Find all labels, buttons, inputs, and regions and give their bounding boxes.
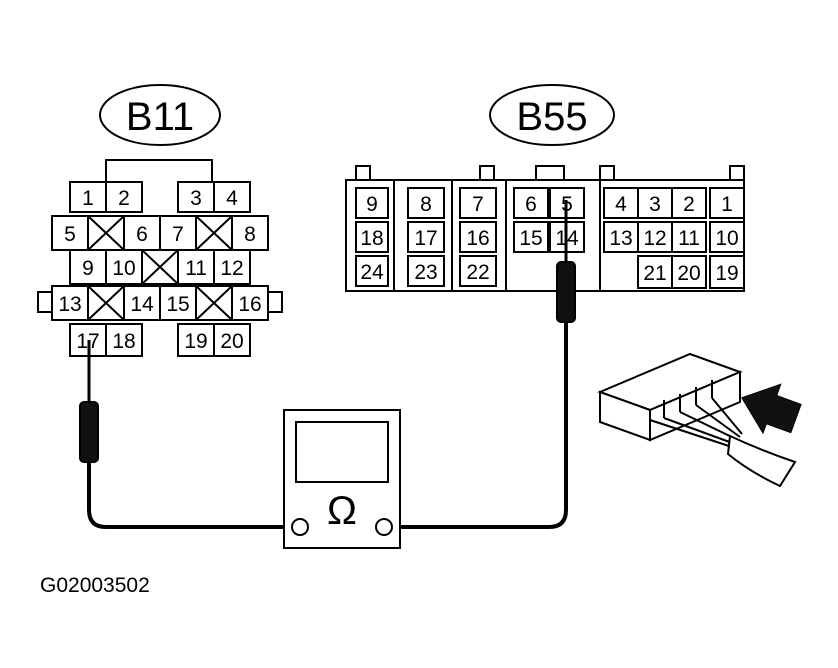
b55-tab: [355, 165, 371, 181]
b55-pin-16: 16: [466, 227, 489, 250]
b11-blank-cavity-x: [87, 285, 125, 321]
meter-display: [295, 421, 389, 483]
b55-label: B55: [516, 95, 587, 139]
b11-pin-8: 8: [244, 223, 256, 246]
b11-blank-cavity-x: [87, 215, 125, 251]
b55-pin-18: 18: [360, 227, 383, 250]
right-probe-handle: [556, 261, 576, 323]
b55-pin-12: 12: [643, 227, 666, 250]
b55-pin-4: 4: [615, 193, 627, 216]
b11-pin-14: 14: [130, 293, 154, 316]
b55-tab: [729, 165, 745, 181]
b11-pin-19: 19: [184, 330, 207, 353]
ohm-symbol: Ω: [327, 489, 357, 533]
b55-pin-13: 13: [609, 227, 632, 250]
b11-latch: [105, 159, 213, 182]
b11-side-tab-left: [37, 291, 53, 313]
b55-pin-11: 11: [678, 227, 700, 250]
b55-pin-2: 2: [683, 193, 695, 216]
b55-pin-22: 22: [466, 261, 489, 284]
b11-pin-6: 6: [136, 223, 148, 246]
b11-connector: B11: [37, 84, 283, 357]
figure-id: G02003502: [40, 574, 150, 597]
b11-pin-10: 10: [112, 257, 135, 280]
ohmmeter: Ω: [283, 409, 401, 549]
b55-pin-20: 20: [677, 262, 700, 285]
b11-side-tab-right: [267, 291, 283, 313]
b55-pin-9: 9: [366, 193, 378, 216]
b55-pin-6: 6: [525, 193, 537, 216]
b11-pin-9: 9: [82, 257, 94, 280]
b55-center-key: [535, 165, 565, 181]
b11-pin-18: 18: [112, 330, 135, 353]
b11-label-bubble: [99, 84, 221, 146]
right-test-lead: [384, 322, 568, 529]
b55-pin-10: 10: [715, 227, 738, 250]
left-probe-handle: [79, 401, 99, 463]
meter-terminal-left: [291, 518, 309, 536]
b11-pin-7: 7: [172, 223, 184, 246]
b55-pin-8: 8: [420, 193, 432, 216]
b55-tab: [599, 165, 615, 181]
b11-label: B11: [126, 95, 194, 139]
b11-pin-20: 20: [220, 330, 243, 353]
b55-connector: B55: [345, 84, 745, 292]
b55-pin-15: 15: [519, 227, 542, 250]
b55-pin-21: 21: [643, 262, 666, 285]
b55-pin-19: 19: [715, 262, 738, 285]
b11-pin-1: 1: [82, 187, 94, 210]
b11-pin-11: 11: [185, 257, 207, 280]
b11-pin-3: 3: [190, 187, 202, 210]
b11-pin-13: 13: [58, 293, 81, 316]
wire-bundle: [726, 434, 797, 488]
b55-pin-17: 17: [414, 227, 437, 250]
b11-pin-4: 4: [226, 187, 238, 210]
probe-leads: [79, 200, 576, 529]
b11-blank-cavity-x: [195, 215, 233, 251]
b55-pin-1: 1: [721, 193, 733, 216]
b11-pin-5: 5: [64, 223, 76, 246]
b11-pin-12: 12: [220, 257, 243, 280]
b55-pin-24: 24: [360, 261, 384, 284]
back-probe-connector-icon: [597, 352, 802, 488]
left-test-lead: [87, 462, 292, 529]
b55-label-bubble: [489, 84, 615, 146]
b11-pin-2: 2: [118, 187, 130, 210]
meter-terminal-right: [375, 518, 393, 536]
insert-arrow-icon: [741, 383, 802, 435]
b55-pin-7: 7: [472, 193, 484, 216]
b55-pin-3: 3: [649, 193, 661, 216]
b11-blank-cavity-x: [141, 249, 179, 285]
b11-pin-16: 16: [238, 293, 261, 316]
b11-blank-cavity-x: [195, 285, 233, 321]
b55-pin-23: 23: [414, 261, 437, 284]
b11-pin-15: 15: [166, 293, 189, 316]
b55-tab: [479, 165, 495, 181]
